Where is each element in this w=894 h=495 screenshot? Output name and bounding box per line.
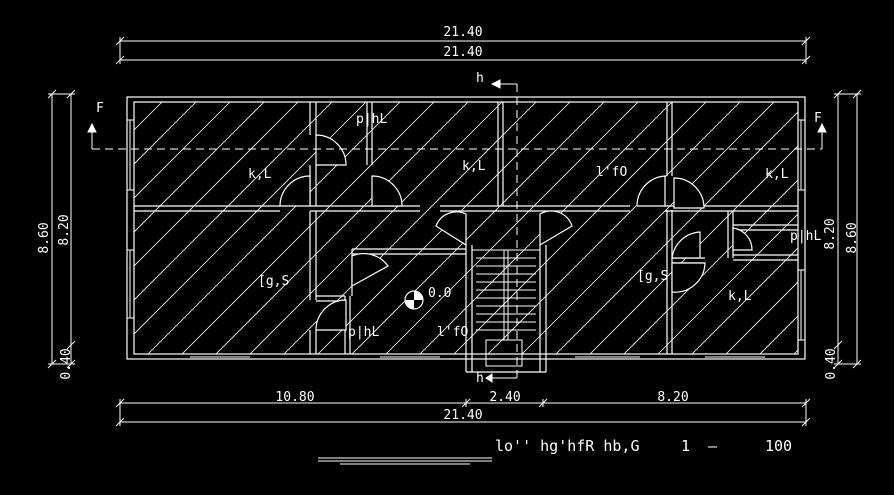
section-mark-f-right: F	[814, 111, 822, 126]
level-mark-icon	[404, 290, 424, 310]
hatch-line	[181, 102, 435, 354]
hatch-line	[759, 315, 798, 354]
bottom-dimension-lines	[115, 398, 811, 427]
hatch-line	[249, 102, 503, 354]
room-labels: k,L p|hL k,L l'fO k,L [g,S p|hL l'fO [g,…	[248, 112, 821, 340]
room-label: p|hL	[348, 325, 379, 340]
left-dimension-inner: 8.20	[57, 214, 72, 245]
room-label: l'fO	[596, 165, 627, 180]
hatch-line	[283, 102, 537, 354]
hatch-line	[134, 102, 265, 233]
top-dimension-lines	[115, 36, 811, 65]
doors	[279, 134, 753, 331]
bottom-dimension-overall: 21.40	[443, 408, 482, 423]
section-mark-h-top: h	[476, 71, 484, 86]
left-dimension-small: 0.40	[59, 348, 74, 379]
room-label: p|hL	[356, 112, 387, 127]
hatch-line	[487, 102, 741, 354]
top-dimension-1: 21.40	[443, 25, 482, 40]
hatch-line	[134, 102, 367, 335]
title-underline	[318, 457, 492, 465]
right-dimension-lines	[833, 89, 862, 369]
hatch-line	[725, 281, 798, 354]
room-label: k,L	[765, 167, 789, 182]
section-mark-h-bottom: h	[476, 371, 484, 386]
bottom-dimension-mid: 2.40	[489, 390, 520, 405]
section-lines	[87, 79, 827, 383]
top-dimension-2: 21.40	[443, 45, 482, 60]
level-mark-value: 0.0	[428, 286, 451, 301]
hatch-line	[134, 102, 197, 165]
hatch-line	[385, 102, 639, 354]
drawing-title: lo'' hg'hfR hb,G	[495, 437, 640, 455]
right-dimension-small: 0.40	[824, 348, 839, 379]
room-label: k,L	[462, 159, 486, 174]
room-label: k,L	[248, 167, 272, 182]
hatch-line	[555, 111, 798, 354]
bottom-dimension-right: 8.20	[657, 390, 688, 405]
room-label: [g,S	[637, 269, 668, 284]
bottom-dimension-left: 10.80	[275, 390, 314, 405]
hatch-line	[351, 102, 605, 354]
hatch-line	[134, 102, 299, 267]
staircase	[472, 249, 540, 367]
scale-right: 100	[765, 437, 792, 455]
scale-dash: —	[708, 437, 718, 455]
hatch-line	[134, 102, 333, 301]
room-label: k,L	[728, 289, 752, 304]
room-label: l'fO	[437, 325, 468, 340]
hatch-line	[589, 145, 798, 354]
right-dimension-inner: 8.20	[823, 218, 838, 249]
windows	[127, 119, 805, 358]
scale-left: 1	[681, 437, 690, 455]
left-dimension-outer: 8.60	[37, 222, 52, 253]
hatch-line	[691, 247, 798, 354]
hatch-line	[215, 102, 469, 354]
right-dimension-outer: 8.60	[845, 222, 860, 253]
section-mark-f-left: F	[96, 101, 104, 116]
room-label: p|hL	[790, 229, 821, 244]
hatch-line	[134, 102, 231, 199]
room-label: [g,S	[258, 274, 289, 289]
hatch-line	[453, 102, 707, 354]
left-dimension-lines	[47, 89, 76, 369]
